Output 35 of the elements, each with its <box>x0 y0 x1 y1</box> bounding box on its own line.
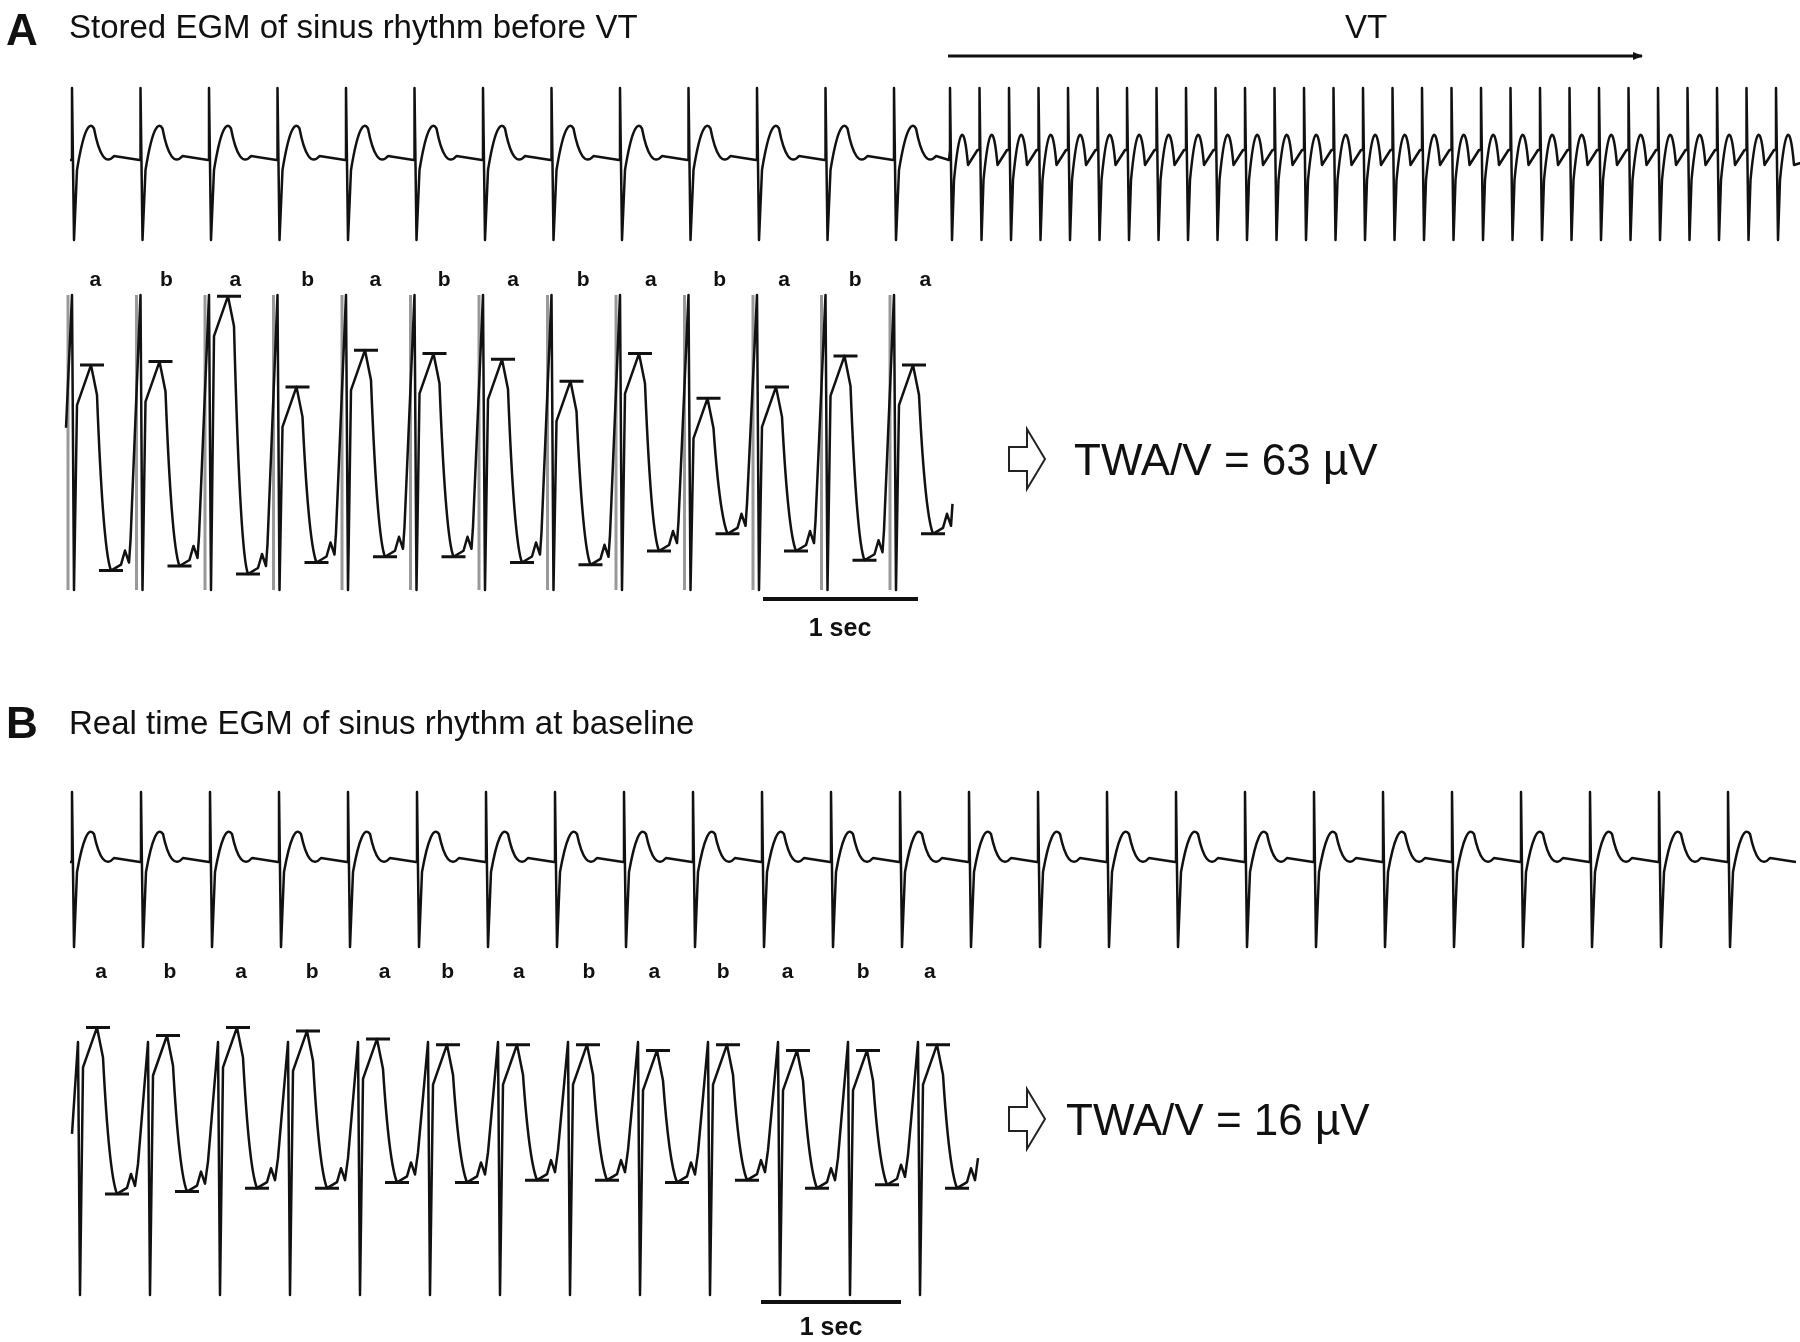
beat-label: b <box>163 959 177 981</box>
scale-label: 1 sec <box>808 614 872 640</box>
beat-label: a <box>924 959 936 981</box>
beat-label: a <box>781 959 794 981</box>
beat-label: b <box>441 959 455 981</box>
segment-label: VT <box>1344 9 1388 43</box>
beat-label: a <box>507 267 519 289</box>
scale-label: 1 sec <box>799 1313 863 1339</box>
beat-label: b <box>437 267 451 289</box>
beat-label: b <box>576 267 590 289</box>
beat-label: a <box>778 267 790 289</box>
beat-label: b <box>305 959 319 981</box>
measurement-label: TWA/V = 63 µV <box>1074 438 1378 482</box>
beat-label: a <box>95 959 107 981</box>
beat-label: a <box>378 959 391 981</box>
panel-letter: B <box>6 701 38 745</box>
beat-label: b <box>301 267 315 289</box>
beat-label: a <box>229 267 242 289</box>
beat-label: b <box>716 959 730 981</box>
beat-label: b <box>856 959 870 981</box>
measurement-label: TWA/V = 16 µV <box>1066 1098 1370 1142</box>
beat-label: a <box>919 267 932 289</box>
beat-label: b <box>713 267 727 289</box>
beat-label: a <box>513 959 525 981</box>
beat-label: a <box>369 267 382 289</box>
beat-label: b <box>160 267 173 289</box>
panel-title: Real time EGM of sinus rhythm at baseline <box>69 706 695 739</box>
beat-label: a <box>645 267 657 289</box>
beat-label: b <box>848 267 862 289</box>
beat-label: b <box>582 959 596 981</box>
beat-label: a <box>89 267 102 289</box>
beat-label: a <box>648 959 661 981</box>
beat-label: a <box>235 959 247 981</box>
panel-letter: A <box>6 8 38 52</box>
panel-title: Stored EGM of sinus rhythm before VT <box>69 10 638 43</box>
